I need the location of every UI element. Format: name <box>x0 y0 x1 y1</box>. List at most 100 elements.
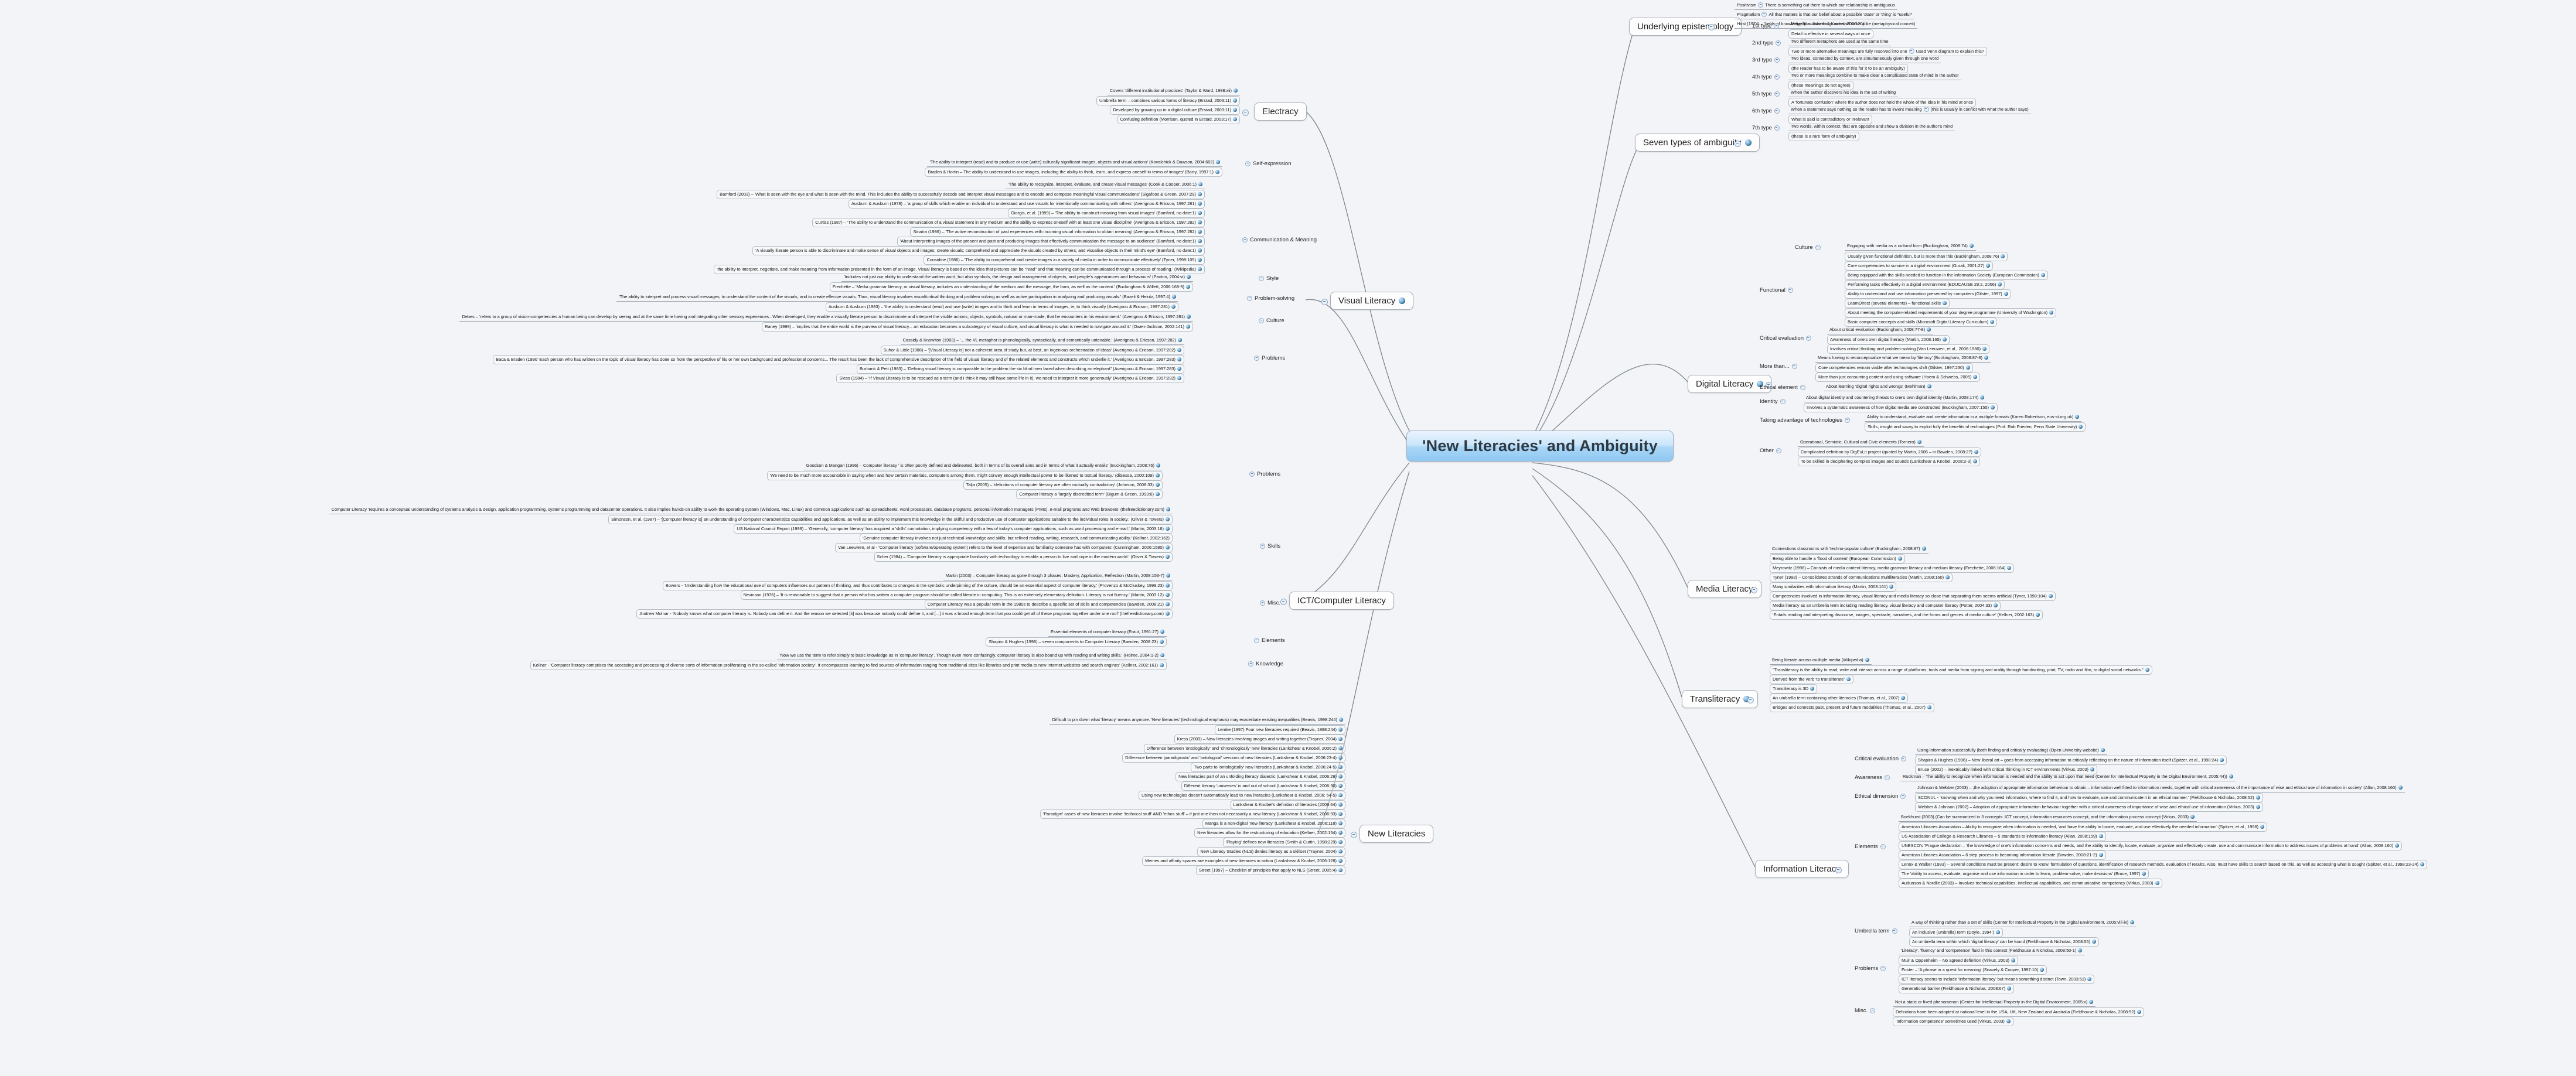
visual-literacy-item[interactable]: 'The ability to recognize, interpret, ev… <box>1006 180 1205 189</box>
digital-literacy-item[interactable]: Complicated definition by DigEuLit proje… <box>1798 448 1981 457</box>
ambiguity-item[interactable]: When a statement says nothing so the rea… <box>1788 105 2031 114</box>
media-literacy-item[interactable]: Connections classrooms with 'techno-popu… <box>1770 545 1928 554</box>
visual-literacy-item[interactable]: Raney (1999) – 'implies that the entire … <box>762 322 1193 332</box>
collapse-toggle-icon[interactable] <box>1780 399 1786 404</box>
branch-underlying-epistemology[interactable]: Underlying epistemology <box>1629 18 1742 36</box>
collapse-toggle-visual-literacy[interactable] <box>1321 299 1328 305</box>
collapse-toggle-icon[interactable] <box>1254 638 1259 643</box>
collapse-toggle-seven-types[interactable] <box>1735 141 1741 147</box>
ambiguity-item[interactable]: What is said is contradictory or irrelev… <box>1788 115 1873 124</box>
category-culture-vl[interactable]: Culture <box>1259 317 1284 324</box>
transliteracy-item[interactable]: Bridges and connects past, present and f… <box>1770 703 1934 712</box>
digital-literacy-item[interactable]: Skills, insight and savvy to exploit ful… <box>1865 422 2086 432</box>
electracy-item[interactable]: Covers 'different institutional practice… <box>1107 87 1240 95</box>
ict-literacy-item[interactable]: Goodson & Mangan (1996) – Computer liter… <box>803 462 1163 470</box>
transliteracy-item[interactable]: Transliteracy is 3D <box>1770 684 1817 694</box>
new-literacies-item[interactable]: New Literacy Studies (NLS) denies litera… <box>1197 847 1345 856</box>
visual-literacy-item[interactable]: Suhor & Little (1988) – '[Visual Literac… <box>880 346 1184 355</box>
information-literacy-item[interactable]: UNESCO's 'Prague declaration – 'the know… <box>1899 841 2403 850</box>
information-literacy-item[interactable]: An umbrella term within which 'digital l… <box>1909 937 2099 947</box>
category-problems-vl[interactable]: Problems <box>1254 355 1285 361</box>
collapse-toggle-icon[interactable] <box>1900 756 1906 761</box>
digital-literacy-item[interactable]: Involves critical thinking and problem-s… <box>1827 344 1990 354</box>
information-literacy-item[interactable]: Webber & Johnson (2002) – Adoption of ap… <box>1915 802 2263 812</box>
visual-literacy-item[interactable]: 'About interpreting images of the presen… <box>897 237 1205 246</box>
collapse-toggle-icon[interactable] <box>1787 288 1793 293</box>
central-node[interactable]: 'New Literacies' and Ambiguity <box>1406 431 1674 462</box>
category-culture[interactable]: Culture <box>1795 244 1821 251</box>
branch-transliteracy[interactable]: Transliteracy <box>1682 690 1759 708</box>
media-literacy-item[interactable]: Being able to handle a 'flood of content… <box>1770 554 1905 563</box>
ambiguity-item[interactable]: When the author discovers his idea in th… <box>1788 88 1899 97</box>
information-literacy-item[interactable]: SCONUL - 'knowing when and why you need … <box>1915 793 2263 802</box>
collapse-toggle-icon[interactable] <box>1815 245 1821 250</box>
new-literacies-item[interactable]: New literacies part of an unfolding lite… <box>1175 772 1345 781</box>
category-elements-ict[interactable]: Elements <box>1254 637 1285 644</box>
visual-literacy-item[interactable]: Debes – 'refers to a group of vision-com… <box>459 313 1193 322</box>
collapse-toggle-icon[interactable] <box>1259 276 1264 281</box>
epistemology-item-label[interactable]: Positivism There is something out there … <box>1735 1 1897 10</box>
collapse-toggle-icon[interactable] <box>1870 1008 1876 1013</box>
collapse-toggle-icon[interactable] <box>1884 775 1890 780</box>
visual-literacy-item[interactable]: 'the ability to interpret, negotiate, an… <box>713 265 1205 274</box>
media-literacy-item[interactable]: Meyrowitz (1998) – Consists of media con… <box>1770 563 2015 573</box>
ict-literacy-item[interactable]: Computer Literacy 'requires a conceptual… <box>329 505 1173 514</box>
ambiguity-item[interactable]: (these meanings do not agree) <box>1788 81 1853 90</box>
branch-new-literacies[interactable]: New Literacies <box>1359 825 1434 843</box>
information-literacy-item[interactable]: 'Information competence' sometimes used … <box>1893 1017 2013 1026</box>
digital-literacy-item[interactable]: About meeting the computer-related requi… <box>1845 308 2057 317</box>
digital-literacy-item[interactable]: Involves a systematic awareness of how d… <box>1804 403 1998 412</box>
category-critical-evaluation-il[interactable]: Critical evaluation <box>1855 756 1906 762</box>
new-literacies-item[interactable]: Difference between 'paradigmatic' and 'o… <box>1122 753 1345 763</box>
ambiguity-item[interactable]: Two or more meanings combine to make cle… <box>1788 71 1961 80</box>
new-literacies-item[interactable]: Difficult to pin down what 'literacy' me… <box>1050 716 1345 725</box>
category-6th-type[interactable]: 6th type <box>1752 108 1780 114</box>
ict-literacy-item[interactable]: US National Council Report (1999) – 'Gen… <box>734 524 1173 534</box>
digital-literacy-item[interactable]: Usually given functional definition, but… <box>1845 252 2008 261</box>
ict-literacy-item[interactable]: Computer Literacy was a popular term in … <box>924 600 1173 609</box>
digital-literacy-item[interactable]: Basic computer concepts and skills (Micr… <box>1845 317 1998 327</box>
category-3rd-type[interactable]: 3rd type <box>1752 57 1780 63</box>
visual-literacy-item[interactable]: Braden & Hortin – The ability to underst… <box>925 168 1222 177</box>
digital-literacy-item[interactable]: About digital identity and countering th… <box>1804 394 1987 402</box>
category-2nd-type[interactable]: 2nd type <box>1752 40 1781 46</box>
visual-literacy-item[interactable]: Burbank & Pett (1983) – 'Defining visual… <box>857 364 1184 374</box>
media-literacy-item[interactable]: Many similarities with information liter… <box>1770 582 1897 592</box>
new-literacies-item[interactable]: 'Paradigm' cases of new literacies invol… <box>1040 809 1345 819</box>
information-literacy-item[interactable]: Boekhurst (2003) (Can be summarized in 3… <box>1899 813 2197 822</box>
visual-literacy-item[interactable]: Baca & Braden (1990 'Each person who has… <box>493 355 1184 364</box>
new-literacies-item[interactable]: Manga is a non-digital 'new literacy' (L… <box>1202 819 1345 828</box>
ict-literacy-item[interactable]: Kellner - 'Computer literacy comprises t… <box>530 661 1167 670</box>
transliteracy-item[interactable]: An umbrella term containing other litera… <box>1770 694 1909 703</box>
digital-literacy-item[interactable]: Core competencies to survive in a digita… <box>1845 261 1994 271</box>
new-literacies-item[interactable]: 'Playing' defines new literacies (Smith … <box>1222 838 1345 847</box>
collapse-toggle-media-literacy[interactable] <box>1751 587 1757 593</box>
digital-literacy-item[interactable]: More than just consuming content and usi… <box>1815 373 1981 382</box>
new-literacies-item[interactable]: Different literacy 'universes' in and ou… <box>1181 781 1345 791</box>
information-literacy-item[interactable]: Muir & Oppenheim – No agreed definition … <box>1899 956 2018 965</box>
digital-literacy-item[interactable]: About critical evaluation (Buckingham, 2… <box>1827 326 1934 334</box>
category-awareness[interactable]: Awareness <box>1855 774 1890 781</box>
ict-literacy-item[interactable]: Van Leeuwen, et al - 'Computer literacy … <box>834 543 1173 552</box>
branch-ict-computer-literacy[interactable]: ICT/Computer Literacy <box>1289 592 1394 610</box>
branch-information-literacy[interactable]: Information Literacy <box>1755 860 1849 878</box>
visual-literacy-item[interactable]: 'A visually literate person is able to d… <box>752 246 1205 255</box>
collapse-toggle-icon[interactable] <box>1776 40 1781 46</box>
category-problems-il[interactable]: Problems <box>1855 965 1886 972</box>
digital-literacy-item[interactable]: To be skilled in deciphering complex ima… <box>1798 457 1981 466</box>
new-literacies-item[interactable]: Kress (2003) – New literacies involving … <box>1174 735 1345 744</box>
category-misc-il[interactable]: Misc. <box>1855 1007 1876 1014</box>
epistemology-item-label[interactable]: Pragmatism All that matters is that our … <box>1735 11 1915 19</box>
ambiguity-item[interactable]: Two different metaphors are used at the … <box>1788 37 1891 46</box>
collapse-toggle-icon[interactable] <box>1247 296 1252 301</box>
collapse-toggle-icon[interactable] <box>1900 794 1906 799</box>
category-ethical-dimension[interactable]: Ethical dimension <box>1855 793 1906 800</box>
ict-literacy-item[interactable]: Scher (1984) – 'Computer literacy is app… <box>874 552 1173 562</box>
information-literacy-item[interactable]: 'Literacy', 'fluency' and 'competence' f… <box>1899 947 2085 955</box>
new-literacies-item[interactable]: Using new technologies doesn't automatic… <box>1139 791 1345 800</box>
collapse-toggle-icon[interactable] <box>1774 125 1780 131</box>
information-literacy-item[interactable]: US Association of College & Research Lib… <box>1899 832 2106 841</box>
collapse-toggle-icon[interactable] <box>1805 336 1811 341</box>
ambiguity-item[interactable]: (these is a rare form of ambiguity) <box>1788 132 1859 141</box>
media-literacy-item[interactable]: Tyner (1998) – Consolidates strands of c… <box>1770 573 1953 582</box>
